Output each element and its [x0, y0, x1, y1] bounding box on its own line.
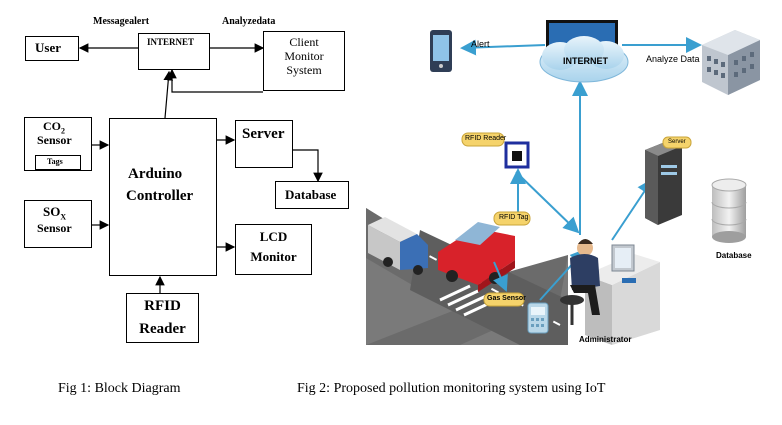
client-monitor-line2: Monitor	[284, 49, 324, 63]
monitor-label: Monitor	[250, 249, 297, 264]
alert-label: Alert	[471, 39, 490, 49]
internet-cloud-icon	[539, 36, 629, 83]
tags-label: Tags	[47, 157, 63, 166]
internet-label: INTERNET	[147, 37, 195, 47]
arduino-controller-box: Arduino Controller	[109, 118, 217, 276]
user-box: User	[25, 36, 79, 61]
client-monitor-line3: System	[286, 63, 322, 77]
database-label-iot: Database	[716, 251, 752, 260]
rfid-label: RFID	[144, 298, 181, 314]
sox-sensor-box: SOX Sensor	[24, 200, 92, 248]
rfid-tag-label: RFID Tag	[499, 214, 529, 221]
internet-box: INTERNET	[138, 33, 210, 70]
rfid-reader-box: RFID Reader	[126, 293, 199, 343]
message-alert-label: Messagealert	[93, 16, 150, 27]
rfid-reader-device-icon	[504, 141, 530, 169]
tags-box: Tags	[35, 155, 81, 170]
analyze-data-label: Analyze Data	[646, 54, 700, 64]
administrator-icon	[560, 239, 660, 345]
administrator-label: Administrator	[579, 335, 632, 344]
lcd-monitor-box: LCD Monitor	[235, 224, 312, 275]
rfid-reader-tag-shape	[461, 132, 505, 147]
reader-label: Reader	[139, 321, 186, 337]
database-label: Database	[285, 187, 337, 202]
arduino-label: Arduino	[128, 166, 183, 182]
gas-sensor-label: Gas Sensor	[487, 295, 526, 302]
server-label-iot: Server	[668, 139, 686, 145]
controller-label: Controller	[126, 188, 194, 204]
sox-label: SOX	[43, 204, 67, 222]
gas-sensor-device-icon	[527, 302, 549, 334]
fig1-caption: Fig 1: Block Diagram	[58, 381, 181, 396]
rfid-tag-tag-shape	[493, 211, 531, 226]
block-diagram-connectors	[78, 43, 323, 293]
server-box: Server	[235, 120, 293, 168]
gas-sensor-tag-shape	[483, 292, 525, 307]
truck-icon	[368, 217, 428, 275]
co2-sensor-label: Sensor	[37, 133, 72, 147]
database-icon	[711, 178, 747, 243]
analyze-data-label: Analyzedata	[222, 16, 276, 27]
server-tag-shape	[662, 136, 692, 149]
co2-label: CO2	[43, 119, 65, 136]
server-label: Server	[242, 126, 285, 142]
client-monitor-line1: Client	[289, 35, 319, 49]
building-icon	[702, 30, 760, 95]
lcd-label: LCD	[259, 229, 288, 244]
user-label: User	[35, 40, 61, 55]
mobile-phone-icon	[430, 30, 452, 72]
sox-sensor-label: Sensor	[37, 221, 72, 235]
internet-cloud-label: INTERNET	[563, 56, 608, 66]
iot-system-illustration	[366, 20, 760, 345]
fig2-caption: Fig 2: Proposed pollution monitoring sys…	[297, 381, 606, 396]
co2-sensor-box: CO2 Sensor Tags	[24, 117, 92, 171]
client-monitor-box: Client Monitor System	[263, 31, 345, 91]
database-box: Database	[275, 181, 349, 209]
server-icon	[645, 140, 682, 225]
rfid-reader-label: RFID Reader	[465, 135, 507, 142]
